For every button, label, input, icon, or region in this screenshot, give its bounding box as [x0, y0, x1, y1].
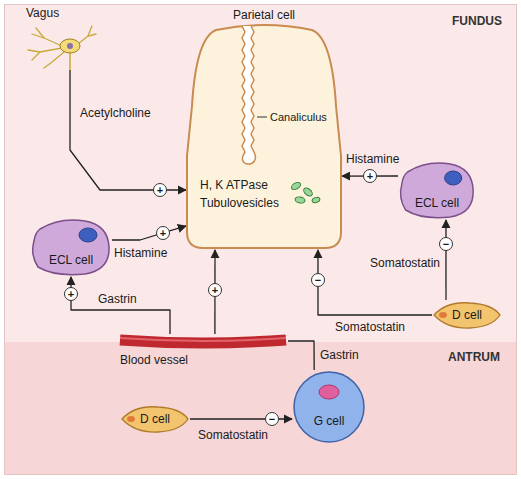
signal-arrow — [70, 70, 186, 190]
d-cell: D cell — [120, 404, 190, 434]
d-cell: D cell — [432, 300, 502, 330]
edge-label: Gastrin — [98, 292, 137, 306]
cell-label: D cell — [140, 412, 170, 426]
cell-label: Tubulovesicles — [200, 196, 279, 210]
blood-vessel: Blood vessel — [118, 334, 288, 374]
sign-symbol: + — [208, 283, 222, 297]
edge-label: Acetylcholine — [80, 106, 151, 120]
edge-label: Somatostatin — [335, 320, 405, 334]
region-label: FUNDUS — [452, 14, 502, 28]
ecl-cell-outline — [30, 215, 112, 277]
cell-label: H, K ATPase — [200, 178, 268, 192]
g-cell-outline — [292, 370, 366, 444]
cell-label: Canaliculus — [270, 110, 327, 124]
signal-arrow — [288, 341, 314, 370]
sign-symbol: − — [265, 412, 279, 426]
antrum-region — [4, 342, 517, 475]
frame — [5, 5, 517, 475]
cell-label: Parietal cell — [233, 8, 295, 22]
edge-label: Somatostatin — [198, 428, 268, 442]
sign-symbol: + — [156, 226, 170, 240]
sign-symbol: − — [311, 273, 325, 287]
sign-symbol: + — [363, 169, 377, 183]
cell-label: D cell — [452, 308, 482, 322]
parietal-cell-outline — [186, 6, 342, 250]
vagus-neuron: Vagus — [22, 6, 102, 70]
edge-label: Gastrin — [320, 348, 359, 362]
cell-label: Blood vessel — [120, 353, 188, 367]
cell-label: Vagus — [26, 6, 59, 20]
region-label: ANTRUM — [448, 350, 500, 364]
signal-arrow — [112, 226, 186, 240]
fundus-region — [4, 4, 517, 342]
edge-label: Somatostatin — [370, 256, 440, 270]
parietal-cell: Parietal cellCanaliculus H, K ATPaseTubul… — [186, 6, 342, 250]
signal-arrow — [445, 220, 446, 300]
cell-label: ECL cell — [415, 196, 459, 210]
sign-symbol: + — [153, 183, 167, 197]
ecl-cell: ECL cell — [30, 215, 112, 277]
cell-label: ECL cell — [49, 253, 93, 267]
ecl-cell: ECL cell — [398, 158, 476, 220]
edge-label: Histamine — [114, 246, 167, 260]
sign-symbol: + — [64, 287, 78, 301]
ecl-cell-outline — [398, 158, 476, 220]
cell-label: G cell — [314, 414, 345, 428]
signal-arrow — [71, 277, 170, 334]
g-cell: G cell — [292, 370, 366, 444]
edge-label: Histamine — [346, 152, 399, 166]
sign-symbol: − — [439, 237, 453, 251]
